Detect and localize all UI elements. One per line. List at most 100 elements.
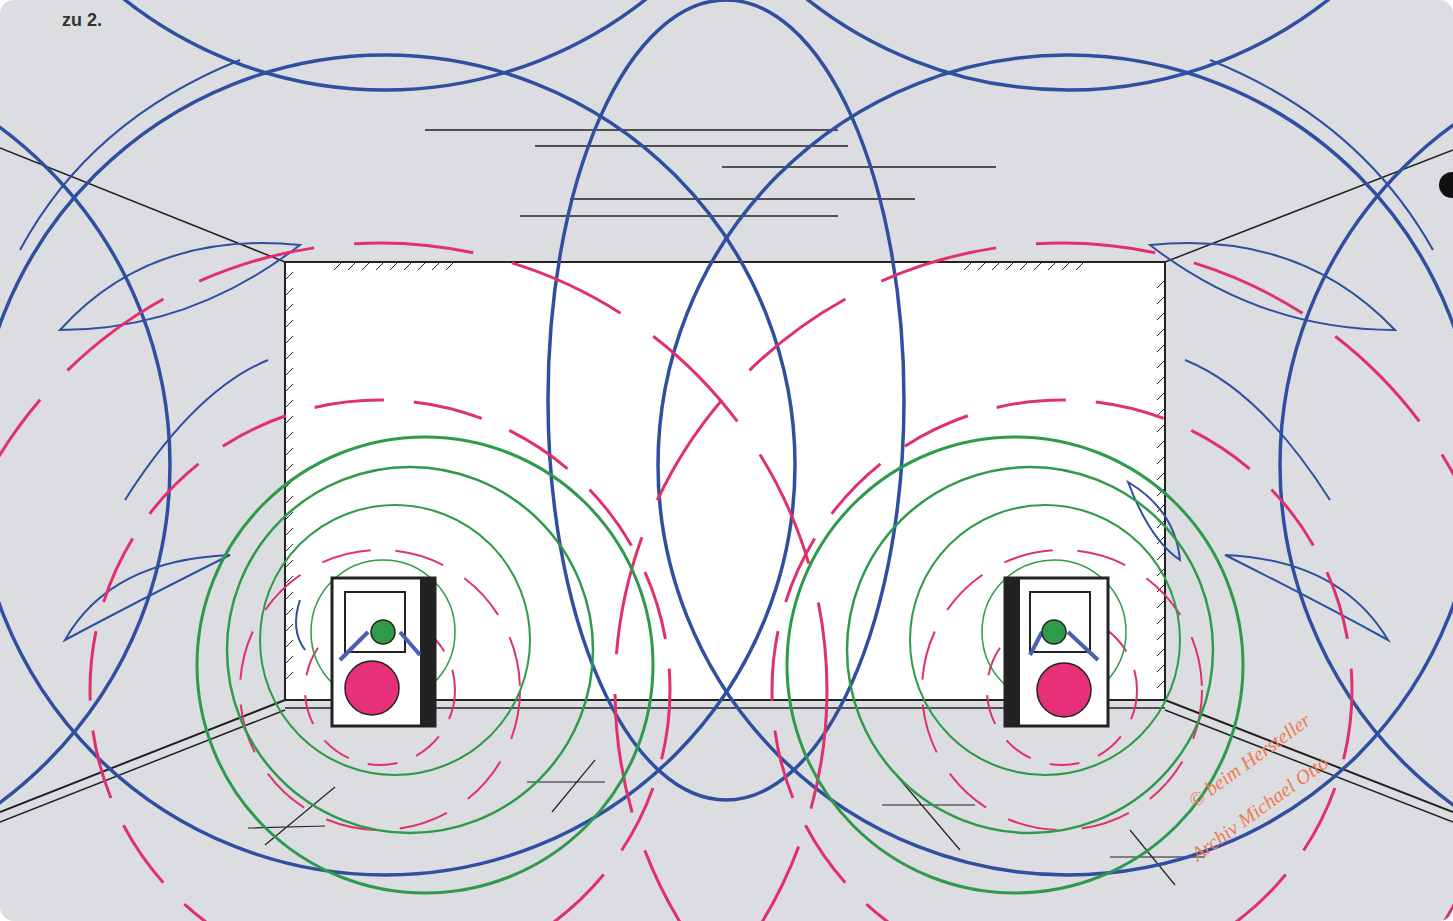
hatch-stroke (285, 304, 293, 312)
low-frequency-waves (0, 0, 1453, 885)
hatch-stroke (348, 262, 356, 270)
hatch-stroke (1157, 664, 1165, 672)
horn-edge (340, 632, 368, 660)
ceiling-line (722, 166, 996, 168)
horn-edge (1030, 632, 1042, 655)
hatch-stroke (285, 640, 293, 648)
hatch-stroke (362, 262, 370, 270)
hatch-stroke (285, 272, 293, 280)
hatch-stroke (1157, 632, 1165, 640)
hatch-stroke (285, 320, 293, 328)
hatch-stroke (1062, 262, 1070, 270)
hatch-stroke (285, 624, 293, 632)
hatch-stroke (1157, 296, 1165, 304)
hatch-stroke (285, 464, 293, 472)
hatch-stroke (285, 448, 293, 456)
hatch-stroke (285, 496, 293, 504)
hatch-stroke (390, 262, 398, 270)
wave-lens (1225, 555, 1388, 640)
wave-arc (240, 550, 520, 830)
right-speaker (1005, 578, 1108, 726)
hatch-stroke (285, 672, 293, 680)
hatch-stroke (1157, 360, 1165, 368)
ceiling-line (425, 129, 838, 131)
speaker-cabinet (332, 578, 435, 726)
wave-lens (1150, 243, 1395, 330)
hatch-stroke (1157, 680, 1165, 688)
hatch-stroke (285, 368, 293, 376)
hatch-stroke (285, 432, 293, 440)
reflected-waves (20, 60, 1433, 650)
hatch-stroke (1157, 648, 1165, 656)
wave-arc (922, 550, 1202, 830)
hatch-stroke (978, 262, 986, 270)
tweeter (1042, 620, 1066, 644)
punch-hole (1439, 172, 1453, 198)
hatch-stroke (1157, 328, 1165, 336)
wave-arc (615, 243, 1453, 921)
wave-lens (65, 555, 230, 640)
hatch-stroke (404, 262, 412, 270)
wave-arc (90, 400, 670, 921)
floor-mark (248, 787, 335, 845)
hatch-stroke (1157, 312, 1165, 320)
hatch-stroke (1157, 440, 1165, 448)
hatch-stroke (285, 528, 293, 536)
mid-frequency-waves-small (240, 550, 1202, 830)
hatch-stroke (1157, 456, 1165, 464)
hatch-stroke (1020, 262, 1028, 270)
hatch-stroke (376, 262, 384, 270)
hatch-stroke (1076, 262, 1084, 270)
hatch-stroke (1157, 280, 1165, 288)
hatch-stroke (285, 592, 293, 600)
speaker-cabinet (1005, 578, 1108, 726)
hatch-stroke (285, 336, 293, 344)
hatch-stroke (1048, 262, 1056, 270)
figure-ref: zu 2. (62, 10, 102, 31)
wave-ring (260, 505, 530, 775)
wave-lens (60, 243, 300, 330)
hatch-stroke (285, 416, 293, 424)
speaker-side (1005, 578, 1020, 726)
hatch-stroke (1006, 262, 1014, 270)
wave-ring (847, 467, 1213, 833)
hatch-stroke (432, 262, 440, 270)
hatch-stroke (1157, 408, 1165, 416)
hatch-stroke (285, 544, 293, 552)
hatch-stroke (285, 656, 293, 664)
hatch-stroke (1157, 376, 1165, 384)
wave-arc (296, 600, 305, 650)
hatch-stroke (285, 608, 293, 616)
floor-mark (527, 760, 605, 812)
hatch-stroke (1157, 616, 1165, 624)
hatch-stroke (334, 262, 342, 270)
hatch-stroke (285, 400, 293, 408)
hatch-stroke (1157, 600, 1165, 608)
speaker-side (420, 578, 435, 726)
horn-edge (400, 632, 420, 655)
woofer (1037, 663, 1091, 717)
wave-lens (1128, 482, 1180, 560)
hatch-stroke (964, 262, 972, 270)
hatch-stroke (285, 288, 293, 296)
high-frequency-waves (197, 437, 1243, 893)
wave-arc (125, 360, 268, 500)
hatch-stroke (992, 262, 1000, 270)
room-lines (0, 130, 1453, 885)
hatch-stroke (285, 384, 293, 392)
wave-arc (1185, 360, 1330, 500)
wave-arc (772, 400, 1352, 921)
hatch-stroke (1157, 344, 1165, 352)
wave-ring (197, 437, 653, 893)
horn-edge (1068, 632, 1098, 660)
wave-ring (910, 505, 1180, 775)
wave-arc (0, 243, 827, 921)
wave-ring (227, 467, 593, 833)
wave-arc (1210, 60, 1433, 250)
ceiling-line (535, 145, 848, 147)
hatch-stroke (1157, 552, 1165, 560)
ceiling-line (570, 198, 915, 200)
mid-frequency-waves (0, 243, 1453, 921)
